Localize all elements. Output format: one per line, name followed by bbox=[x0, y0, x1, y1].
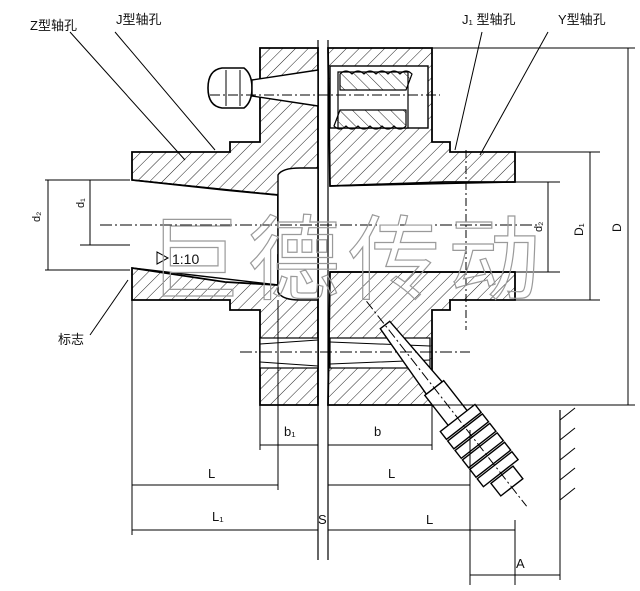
label-D1: D₁ bbox=[572, 223, 586, 236]
label-d2-left: d₂ bbox=[31, 212, 43, 222]
exploded-pin bbox=[366, 301, 527, 507]
label-j-bore: J型轴孔 bbox=[116, 12, 162, 27]
label-taper: 1:10 bbox=[172, 251, 199, 267]
labels: Z型轴孔 J型轴孔 J₁ 型轴孔 Y型轴孔 标志 1:10 d₂ d₁ d₂ D… bbox=[30, 12, 624, 571]
label-d2-right: d₂ bbox=[533, 222, 545, 232]
top-pin bbox=[207, 67, 440, 130]
label-j1-bore: J₁ 型轴孔 bbox=[462, 12, 516, 27]
label-mark: 标志 bbox=[58, 332, 84, 347]
label-A: A bbox=[516, 556, 525, 571]
label-b1: b₁ bbox=[284, 424, 296, 439]
label-b: b bbox=[374, 424, 381, 439]
wall-hatch bbox=[559, 407, 576, 510]
label-D: D bbox=[610, 223, 624, 232]
label-L-right-top: L bbox=[388, 466, 395, 481]
label-z-bore: Z型轴孔 bbox=[30, 18, 77, 33]
watermark: 巨德传动 bbox=[148, 207, 548, 314]
label-S: S bbox=[318, 512, 327, 527]
label-d1: d₁ bbox=[75, 198, 87, 208]
center-lines bbox=[100, 150, 540, 353]
label-L1: L₁ bbox=[212, 509, 224, 524]
label-y-bore: Y型轴孔 bbox=[558, 12, 606, 27]
dimension-lines bbox=[45, 31, 635, 585]
label-L-left: L bbox=[208, 466, 215, 481]
label-L-right-bottom: L bbox=[426, 512, 433, 527]
